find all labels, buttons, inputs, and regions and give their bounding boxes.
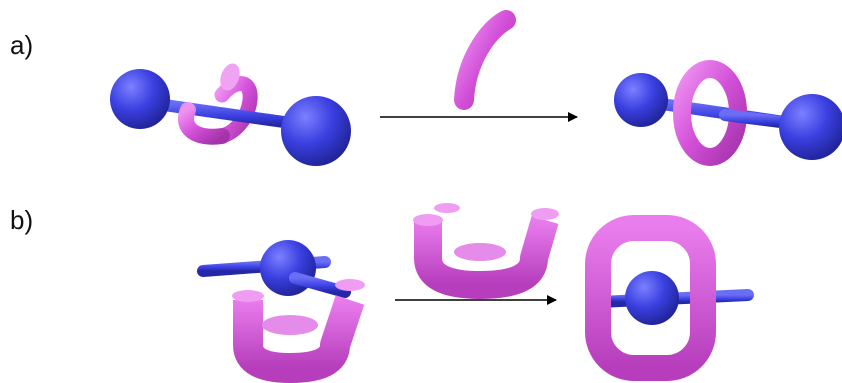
panel-b-free-clip	[413, 203, 559, 299]
free-u-clip-end-right-icon	[531, 208, 559, 220]
free-crescent-icon	[454, 10, 516, 110]
u-clip-end-left-icon	[232, 290, 264, 302]
rotaxane-stopper-right-icon	[779, 94, 842, 160]
panel-b-reactant	[197, 240, 365, 383]
crescent-front-icon	[178, 102, 230, 145]
u-clip-icon	[233, 295, 365, 383]
free-u-clip-end-left-icon	[413, 214, 443, 226]
rotaxane-stopper-left-icon	[614, 73, 668, 127]
crescent-end-icon	[220, 63, 240, 91]
panel-b-product	[585, 215, 754, 381]
panel-a-reactant	[110, 63, 351, 166]
cage-central-ball-icon	[625, 271, 679, 325]
stopper-left-icon	[110, 69, 170, 129]
panel-a-product	[614, 60, 842, 166]
cage-ring-icon	[585, 215, 716, 381]
u-clip-end-right-icon	[335, 279, 365, 291]
b-axle-front-icon	[289, 272, 351, 298]
panel-b-label: b)	[10, 205, 34, 235]
free-u-clip-icon	[414, 216, 559, 299]
u-clip-base-icon	[262, 315, 318, 335]
dumbbell-axle-icon	[144, 97, 311, 131]
stopper-right-icon	[281, 96, 351, 166]
free-u-clip-end-mid-icon	[434, 203, 460, 213]
free-u-clip-base-icon	[454, 243, 506, 261]
panel-a-label: a)	[10, 30, 34, 60]
